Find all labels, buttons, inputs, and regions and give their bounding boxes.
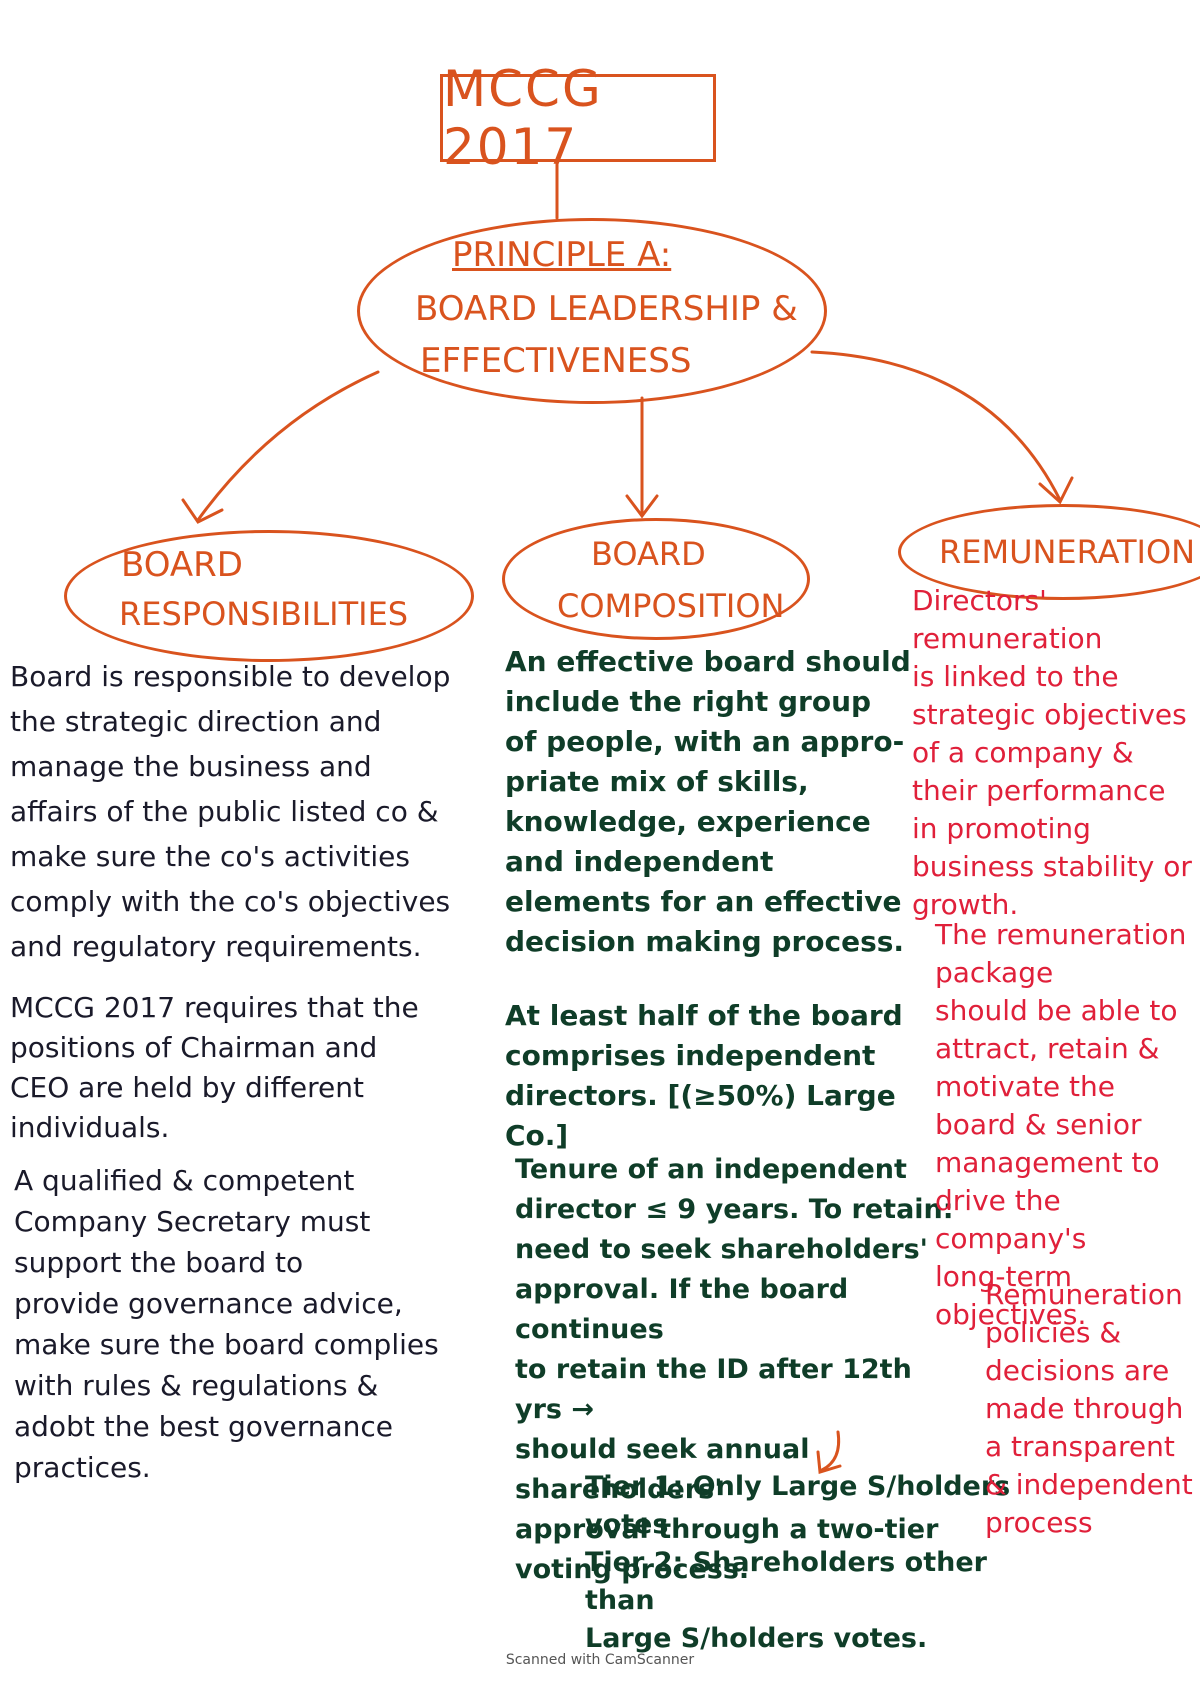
arrowhead-composition [625, 494, 659, 519]
scanner-footer: Scanned with CamScanner [505, 1652, 695, 1668]
arrowhead-responsibilities [181, 498, 224, 524]
connector-to-tiers [820, 1430, 841, 1472]
title-box: MCCG 2017 [440, 60, 716, 176]
responsibilities-paragraph: MCCG 2017 requires that the positions of… [10, 991, 419, 1144]
arrowhead-tiers [816, 1450, 842, 1474]
connector-to-responsibilities [196, 370, 380, 522]
board-composition-oval: BOARD COMPOSITION [502, 518, 810, 640]
responsibilities-paragraph: A qualified & competent Company Secretar… [14, 1164, 439, 1484]
responsibilities-heading-line2: RESPONSIBILITIES [119, 595, 409, 633]
remuneration-oval: REMUNERATION [898, 504, 1200, 600]
responsibilities-paragraph: Board is responsible to develop the stra… [10, 660, 451, 963]
remuneration-paragraph: The remuneration package should be able … [935, 918, 1187, 1331]
arrowhead-remuneration [1038, 476, 1074, 505]
composition-heading-line1: BOARD [591, 535, 706, 573]
responsibilities-heading-line1: BOARD [121, 545, 243, 585]
composition-heading-line2: COMPOSITION [557, 587, 785, 625]
principle-label: PRINCIPLE A: [452, 235, 672, 275]
connector-to-remuneration [810, 350, 1062, 502]
title-text: MCCG 2017 [443, 60, 603, 176]
voting-tiers: Tier 1: Only Large S/holders votes Tier … [585, 1471, 1011, 1654]
principle-title-line2: EFFECTIVENESS [420, 341, 692, 381]
composition-paragraph: An effective board should include the ri… [505, 645, 911, 958]
remuneration-paragraph: Remuneration policies & decisions are ma… [985, 1278, 1193, 1539]
composition-paragraph: Tenure of an independent director ≤ 9 ye… [515, 1154, 954, 1585]
principle-title-line1: BOARD LEADERSHIP & [415, 289, 798, 329]
composition-paragraph: At least half of the board comprises ind… [505, 999, 903, 1152]
remuneration-paragraph: Directors' remuneration is linked to the… [912, 584, 1192, 921]
principle-oval: PRINCIPLE A: BOARD LEADERSHIP & EFFECTIV… [357, 218, 827, 404]
remuneration-heading: REMUNERATION [939, 533, 1196, 571]
board-responsibilities-oval: BOARD RESPONSIBILITIES [64, 530, 474, 662]
